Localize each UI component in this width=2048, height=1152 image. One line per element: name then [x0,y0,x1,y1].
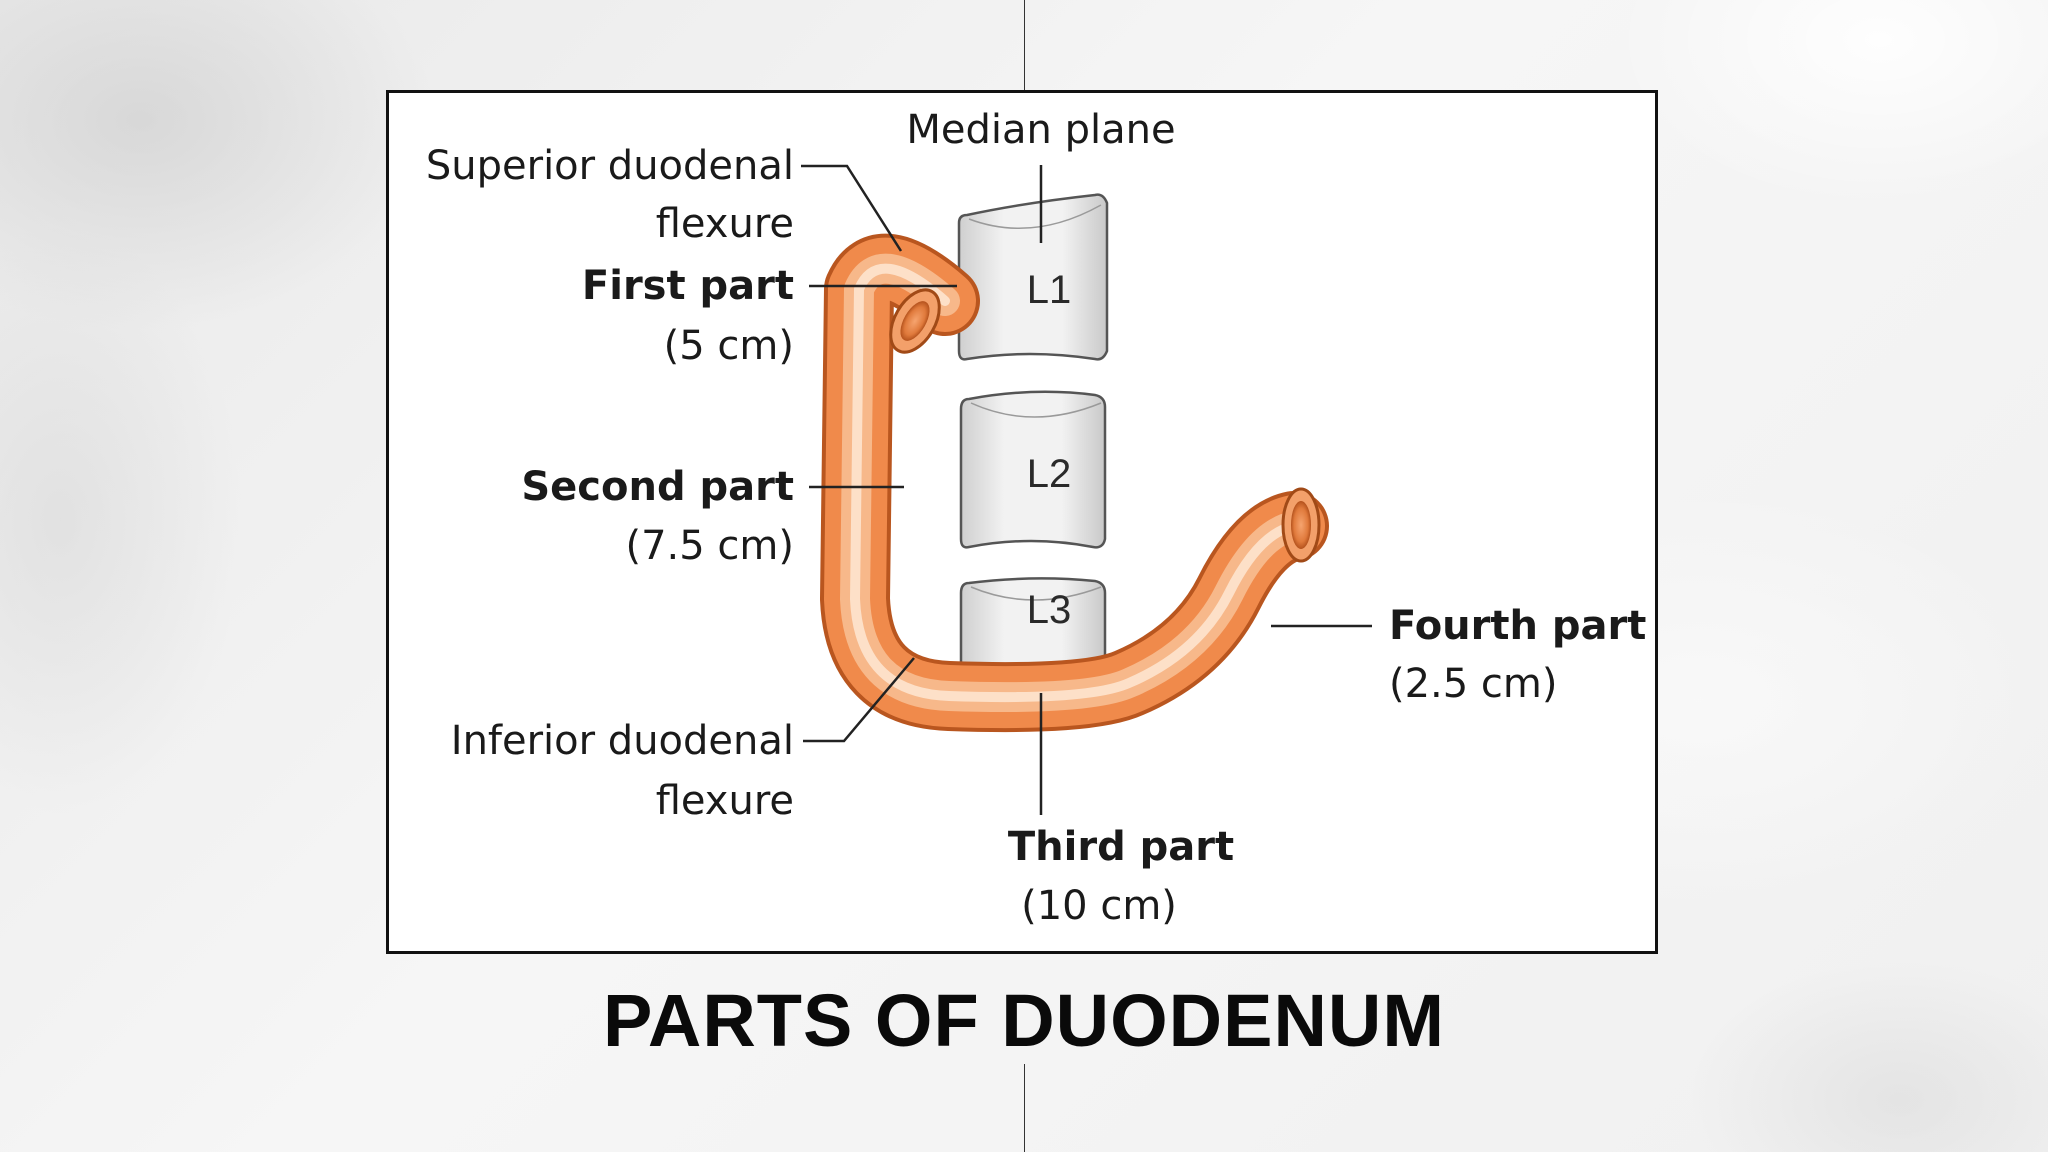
label-third-part-size: (10 cm) [1021,883,1177,929]
diagram-frame: L1 L2 L3 Median plane Superior duodenal … [386,90,1658,954]
leader-lines [801,164,1372,815]
vertebra-l2-label: L2 [1027,452,1072,496]
duodenum-distal-lumen [1291,501,1311,549]
label-first-part-size: (5 cm) [664,323,794,369]
leader-superior-flexure [801,164,903,252]
label-third-part: Third part [1008,824,1234,870]
duodenum [820,233,1329,733]
label-second-part-size: (7.5 cm) [626,523,795,569]
label-superior-flexure-line2: flexure [656,201,794,247]
label-fourth-part: Fourth part [1389,603,1646,649]
vertebra-l2 [959,390,1107,549]
label-inferior-flexure-line1: Inferior duodenal [451,718,794,764]
label-superior-flexure-line1: Superior duodenal [426,143,794,189]
vertebra-l1 [957,193,1109,361]
label-median-plane: Median plane [906,107,1175,153]
vertebra-l3-label: L3 [1027,588,1072,632]
page-title: PARTS OF DUODENUM [603,979,1445,1062]
leader-inferior-flexure [803,657,915,743]
label-second-part: Second part [521,464,794,510]
vertebra-l1-label: L1 [1027,268,1072,312]
duodenum-diagram: L1 L2 L3 Median plane Superior duodenal … [426,107,1647,929]
divider-line-top [1024,0,1025,90]
divider-line-bottom [1024,1064,1025,1152]
label-inferior-flexure-line2: flexure [656,778,794,824]
duodenum-proximal-lumen [900,301,930,341]
label-fourth-part-size: (2.5 cm) [1389,661,1558,707]
label-first-part: First part [582,263,794,309]
